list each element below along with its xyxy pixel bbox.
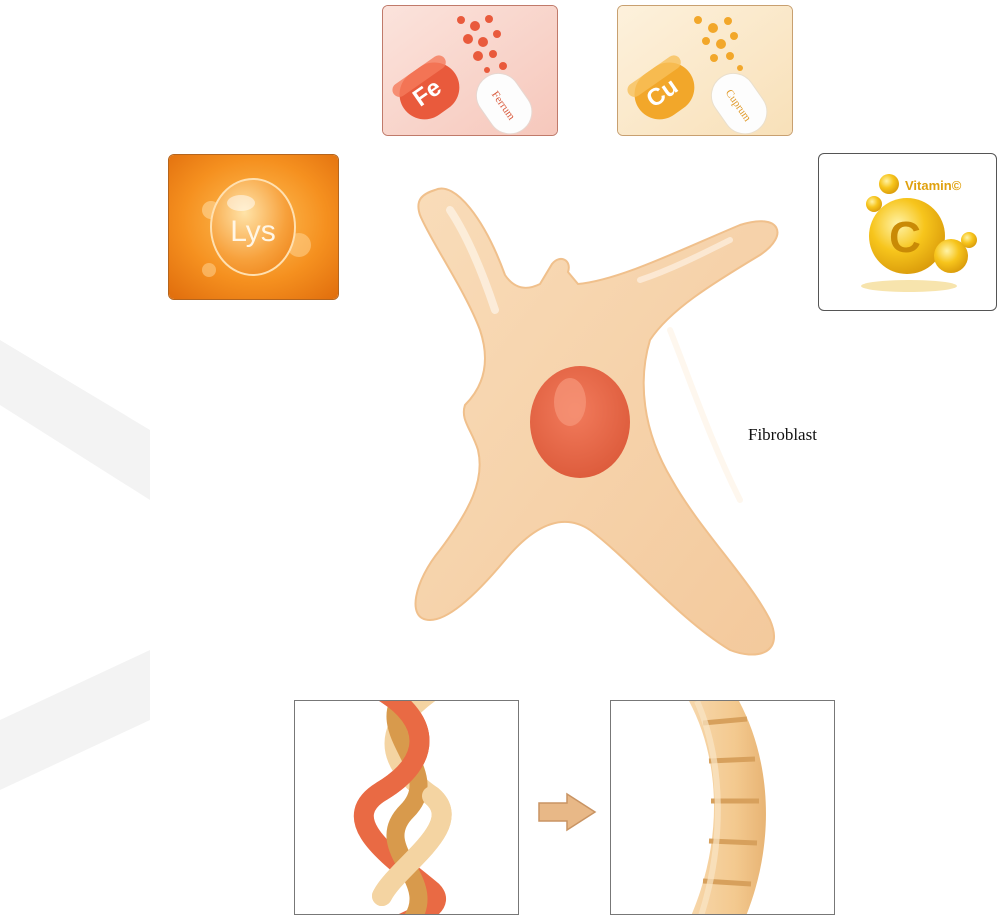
vitamin-c-letter: C xyxy=(889,213,921,262)
iron-panel: Fe Ferrum xyxy=(382,5,558,136)
collagen-fibril-box xyxy=(610,700,835,915)
lysine-label: Lys xyxy=(230,215,276,248)
cell-nucleus xyxy=(530,366,630,478)
fibroblast-cell xyxy=(410,180,790,660)
vitamin-c-label: Vitamin© xyxy=(905,178,962,193)
right-arrow-icon xyxy=(537,792,599,832)
collagen-fibril-illustration xyxy=(611,701,835,915)
watermark-shape xyxy=(0,0,160,915)
iron-capsule-illustration: Fe Ferrum xyxy=(383,6,558,136)
lysine-panel: Lys xyxy=(168,154,339,300)
copper-panel: Cu Cuprum xyxy=(617,5,793,136)
lysine-illustration: Lys xyxy=(169,155,339,300)
vitamin-c-illustration: Vitamin© C xyxy=(819,154,997,311)
fibroblast-label: Fibroblast xyxy=(748,425,817,445)
procollagen-helix-box xyxy=(294,700,519,915)
vitamin-c-panel: Vitamin© C xyxy=(818,153,997,311)
triple-helix-illustration xyxy=(295,701,519,915)
copper-capsule-illustration: Cu Cuprum xyxy=(618,6,793,136)
